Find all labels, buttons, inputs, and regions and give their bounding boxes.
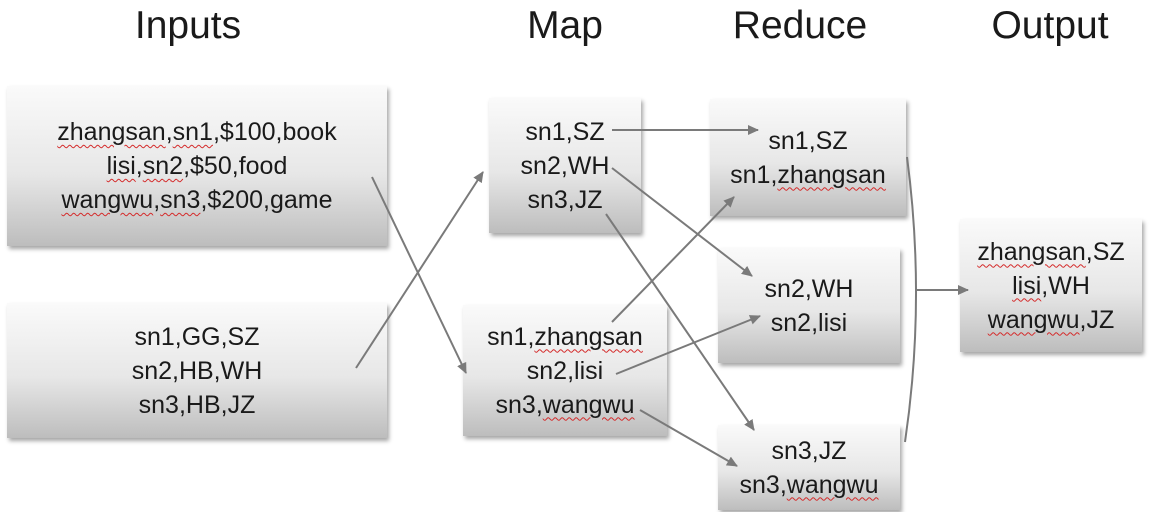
input-line: lisi,sn2,$50,food (106, 152, 288, 180)
heading-inputs: Inputs (134, 4, 242, 47)
output-box: zhangsan,SZ lisi,WH wangwu,JZ (960, 219, 1142, 352)
map-box-locations: sn1,SZ sn2,WH sn3,JZ (489, 98, 641, 233)
map-line: sn1,zhangsan (487, 322, 643, 351)
output-line: wangwu,JZ (987, 305, 1115, 334)
input-line: sn2,HB,WH (131, 356, 263, 385)
arrow-sn3jz-to-reduce3 (605, 213, 755, 431)
input-line: sn1,GG,SZ (134, 322, 260, 351)
reduce-line: sn3,JZ (771, 436, 847, 465)
input-box-locations: sn1,GG,SZ sn2,HB,WH sn3,HB,JZ (7, 303, 387, 438)
reduce-line: sn2,lisi (770, 308, 848, 337)
input-line: zhangsan,sn1,$100,book (57, 118, 337, 146)
arrow-input2-to-map1 (355, 171, 484, 369)
reduce-line: sn1,zhangsan (730, 160, 886, 189)
arrow-sn2lisi-to-reduce2 (615, 315, 761, 375)
reduce-box-sn3: sn3,JZ sn3,wangwu (718, 425, 900, 510)
map-line: sn3,wangwu (495, 390, 635, 419)
map-line: sn2,lisi (526, 356, 604, 385)
map-box-names: sn1,zhangsan sn2,lisi sn3,wangwu (463, 305, 667, 436)
reduce-box-sn1: sn1,SZ sn1,zhangsan (710, 99, 906, 216)
heading-output: Output (991, 4, 1109, 47)
output-line: lisi,WH (1012, 271, 1090, 300)
map-line: sn1,SZ (525, 117, 605, 146)
input-line: sn3,HB,JZ (138, 390, 256, 419)
input-line: wangwu,sn3,$200,game (61, 186, 333, 214)
merge-bracket (904, 156, 918, 443)
arrow-sn1zhangsan-to-reduce1 (611, 196, 735, 323)
arrow-input1-to-map2 (371, 176, 467, 374)
input-box-orders: zhangsan,sn1,$100,book lisi,sn2,$50,food… (7, 86, 387, 246)
arrow-sn2wh-to-reduce2 (611, 167, 753, 277)
arrow-sn3wangwu-to-reduce3 (639, 409, 738, 467)
map-line: sn2,WH (520, 151, 610, 180)
reduce-line: sn3,wangwu (739, 470, 879, 499)
heading-map: Map (527, 4, 603, 47)
reduce-line: sn1,SZ (768, 126, 848, 155)
reduce-line: sn2,WH (764, 274, 854, 303)
map-line: sn3,JZ (527, 185, 603, 214)
heading-reduce: Reduce (732, 4, 868, 47)
output-line: zhangsan,SZ (977, 237, 1125, 266)
